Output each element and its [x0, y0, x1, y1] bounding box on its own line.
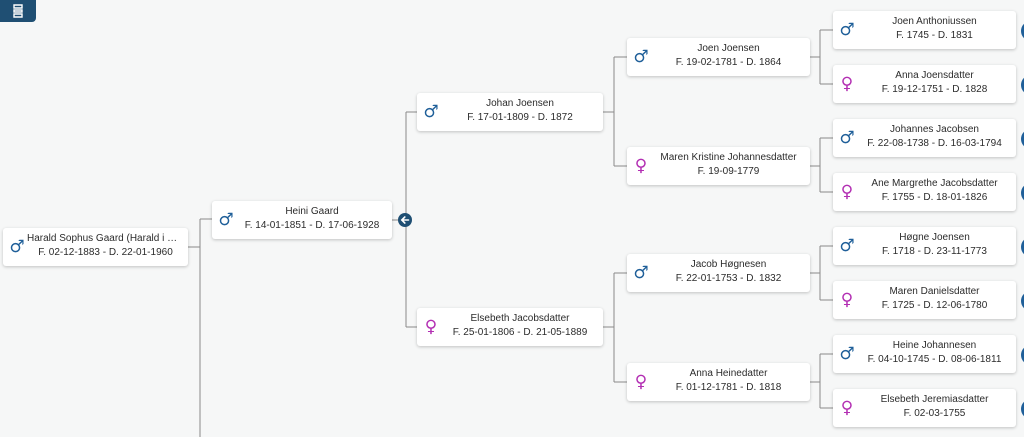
- person-name: Harald Sophus Gaard (Harald i Halv...: [27, 233, 184, 244]
- female-symbol-icon: ♀: [840, 182, 854, 202]
- female-symbol-icon: ♀: [424, 317, 438, 337]
- person-dates: F. 19-09-1779: [697, 166, 760, 177]
- person-name: Elsebeth Jeremiasdatter: [880, 394, 989, 405]
- expand-tab-icon[interactable]: [1021, 129, 1024, 149]
- person-name: Joen Anthoniussen: [892, 16, 977, 27]
- expand-tab-icon[interactable]: [1021, 291, 1024, 311]
- person-card-ancestor[interactable]: ♀ Ane Margrethe Jacobsdatter F. 1755 - D…: [833, 173, 1016, 211]
- person-name: Maren Kristine Johannesdatter: [660, 152, 797, 163]
- person-dates: F. 1745 - D. 1831: [896, 30, 973, 41]
- expand-tab-icon[interactable]: [1021, 183, 1024, 203]
- person-dates: F. 1718 - D. 23-11-1773: [882, 246, 987, 257]
- navigate-back-button[interactable]: [398, 213, 412, 227]
- tree-view-icon: [13, 4, 23, 18]
- person-card-ancestor[interactable]: ♂ Heine Johannesen F. 04-10-1745 - D. 08…: [833, 335, 1016, 373]
- person-name: Anna Joensdatter: [895, 70, 974, 81]
- expand-tab-icon[interactable]: [1021, 399, 1024, 419]
- male-symbol-icon: ♂: [9, 237, 25, 257]
- person-dates: F. 19-02-1781 - D. 1864: [675, 57, 782, 68]
- person-dates: F. 22-01-1753 - D. 1832: [675, 273, 782, 284]
- person-name: Maren Danielsdatter: [889, 286, 980, 297]
- person-card-father[interactable]: ♂ Heini Gaard F. 14-01-1851 - D. 17-06-1…: [212, 201, 392, 239]
- expand-tab-icon[interactable]: [1021, 345, 1024, 365]
- person-dates: F. 22-08-1738 - D. 16-03-1794: [867, 138, 1002, 149]
- person-name: Joen Joensen: [697, 43, 760, 54]
- female-symbol-icon: ♀: [840, 398, 854, 418]
- person-card-root[interactable]: ♂ Harald Sophus Gaard (Harald i Halv... …: [3, 228, 188, 266]
- person-card-ancestor[interactable]: ♂ Høgne Joensen F. 1718 - D. 23-11-1773: [833, 227, 1016, 265]
- female-symbol-icon: ♀: [840, 290, 854, 310]
- tree-view-button[interactable]: [0, 0, 36, 22]
- person-card-great-grandparent[interactable]: ♀ Maren Kristine Johannesdatter F. 19-09…: [627, 147, 810, 185]
- person-name: Heini Gaard: [285, 206, 339, 217]
- female-symbol-icon: ♀: [634, 156, 648, 176]
- person-name: Høgne Joensen: [899, 232, 970, 243]
- male-symbol-icon: ♂: [423, 102, 439, 122]
- person-card-ancestor[interactable]: ♀ Elsebeth Jeremiasdatter F. 02-03-1755: [833, 389, 1016, 427]
- person-dates: F. 02-03-1755: [903, 408, 966, 419]
- female-symbol-icon: ♀: [840, 74, 854, 94]
- male-symbol-icon: ♂: [839, 344, 855, 364]
- male-symbol-icon: ♂: [839, 236, 855, 256]
- person-dates: F. 14-01-1851 - D. 17-06-1928: [244, 220, 380, 231]
- person-dates: F. 01-12-1781 - D. 1818: [675, 382, 782, 393]
- male-symbol-icon: ♂: [839, 128, 855, 148]
- person-dates: F. 1755 - D. 18-01-1826: [881, 192, 988, 203]
- expand-tab-icon[interactable]: [1021, 237, 1024, 257]
- person-dates: F. 1725 - D. 12-06-1780: [881, 300, 988, 311]
- person-card-great-grandparent[interactable]: ♂ Joen Joensen F. 19-02-1781 - D. 1864: [627, 38, 810, 76]
- person-card-great-grandparent[interactable]: ♀ Anna Heinedatter F. 01-12-1781 - D. 18…: [627, 363, 810, 401]
- person-card-grandmother[interactable]: ♀ Elsebeth Jacobsdatter F. 25-01-1806 - …: [417, 308, 603, 346]
- person-card-grandfather[interactable]: ♂ Johan Joensen F. 17-01-1809 - D. 1872: [417, 93, 603, 131]
- person-name: Jacob Høgnesen: [690, 259, 767, 270]
- arrow-left-icon: [400, 216, 410, 224]
- person-name: Ane Margrethe Jacobsdatter: [871, 178, 998, 189]
- person-name: Elsebeth Jacobsdatter: [470, 313, 570, 324]
- person-dates: F. 19-12-1751 - D. 1828: [881, 84, 988, 95]
- expand-tab-icon[interactable]: [1021, 21, 1024, 41]
- person-card-ancestor[interactable]: ♀ Maren Danielsdatter F. 1725 - D. 12-06…: [833, 281, 1016, 319]
- person-dates: F. 17-01-1809 - D. 1872: [467, 112, 573, 123]
- person-dates: F. 04-10-1745 - D. 08-06-1811: [867, 354, 1002, 365]
- person-dates: F. 25-01-1806 - D. 21-05-1889: [452, 327, 588, 338]
- female-symbol-icon: ♀: [634, 372, 648, 392]
- male-symbol-icon: ♂: [633, 47, 649, 67]
- person-card-great-grandparent[interactable]: ♂ Jacob Høgnesen F. 22-01-1753 - D. 1832: [627, 254, 810, 292]
- person-card-ancestor[interactable]: ♂ Johannes Jacobsen F. 22-08-1738 - D. 1…: [833, 119, 1016, 157]
- male-symbol-icon: ♂: [839, 20, 855, 40]
- person-card-ancestor[interactable]: ♂ Joen Anthoniussen F. 1745 - D. 1831: [833, 11, 1016, 49]
- male-symbol-icon: ♂: [218, 210, 234, 230]
- male-symbol-icon: ♂: [633, 263, 649, 283]
- expand-tab-icon[interactable]: [1021, 75, 1024, 95]
- person-name: Heine Johannesen: [892, 340, 977, 351]
- person-name: Johan Joensen: [486, 98, 554, 109]
- person-name: Johannes Jacobsen: [890, 124, 979, 135]
- person-name: Anna Heinedatter: [689, 368, 768, 379]
- person-dates: F. 02-12-1883 - D. 22-01-1960: [38, 247, 173, 258]
- person-card-ancestor[interactable]: ♀ Anna Joensdatter F. 19-12-1751 - D. 18…: [833, 65, 1016, 103]
